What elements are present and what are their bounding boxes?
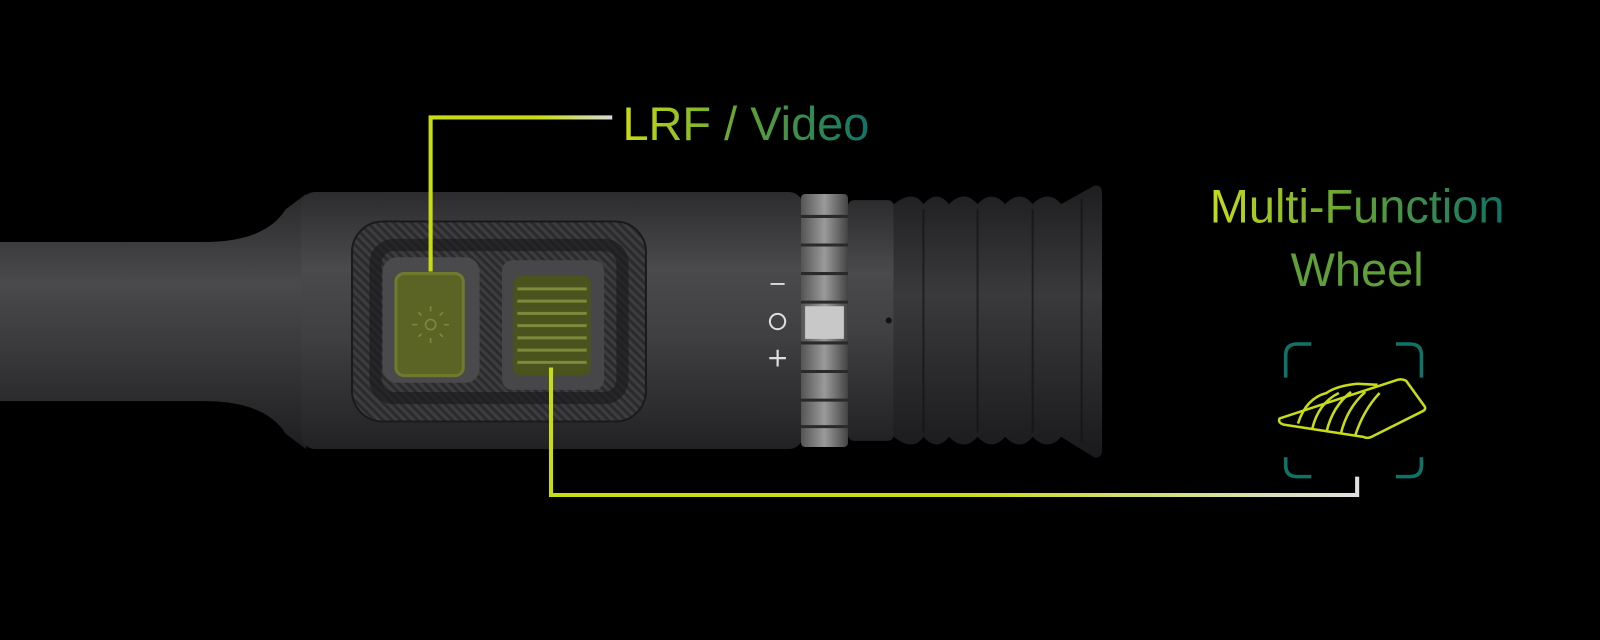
plus-marking: + [766,342,788,373]
wheel-callout-line [548,367,1360,498]
minus-marking: − [768,271,787,297]
lrf-callout-line [428,115,613,272]
m-marking: M [613,314,624,323]
circle-marking [768,312,787,331]
focus-ring[interactable] [801,193,848,448]
multi-function-wheel[interactable] [513,275,591,376]
scope-tube [0,193,307,450]
lrf-video-label: LRF / Video [622,98,869,150]
lrf-video-button[interactable] [394,272,465,378]
mfw-label-line1: Multi-Function [1210,181,1505,233]
eyecup-bellows [893,185,1103,458]
sun-laser-icon [412,306,449,343]
mfw-label-line2: Wheel [1291,244,1424,296]
knurled-wheel-icon [1277,342,1427,479]
